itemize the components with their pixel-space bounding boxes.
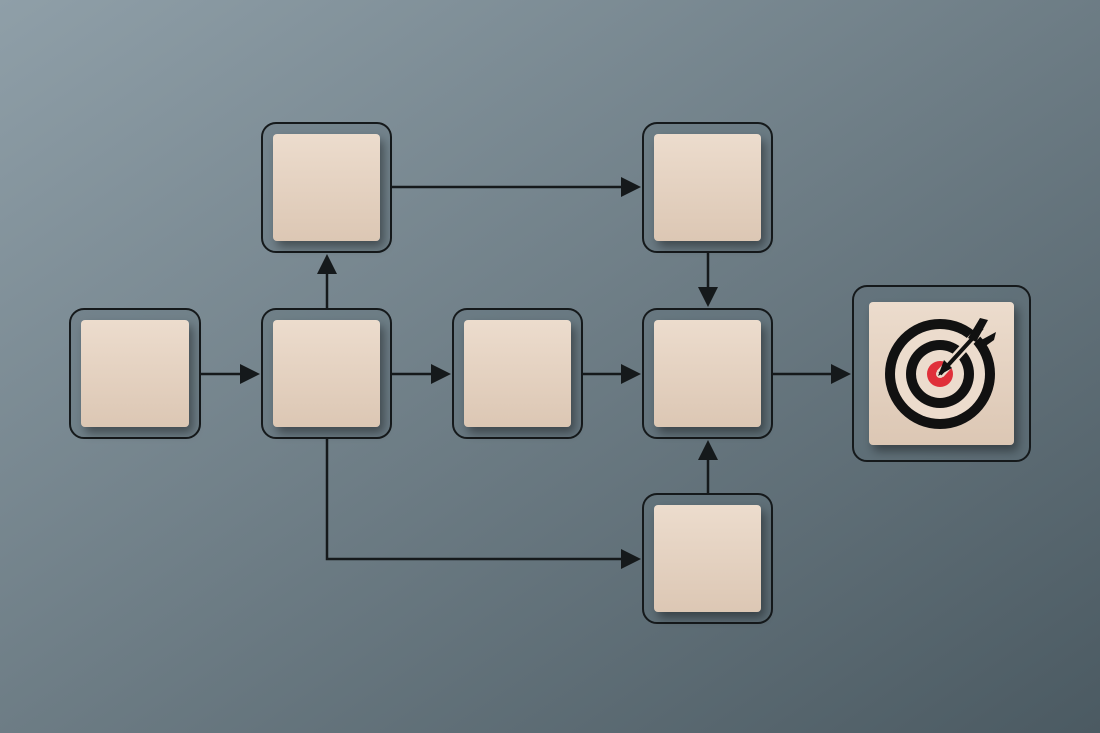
- target-with-arrow-icon: [885, 318, 996, 429]
- arrowhead-icon: [698, 287, 718, 307]
- arrowhead-icon: [831, 364, 851, 384]
- wooden-block: [273, 320, 380, 427]
- wooden-block: [654, 320, 761, 427]
- arrow-split-to-upper-left: [317, 254, 337, 309]
- arrowhead-icon: [317, 254, 337, 274]
- arrow-split-to-middle: [391, 364, 451, 384]
- arrowhead-icon: [698, 440, 718, 460]
- node-split: [261, 308, 392, 439]
- node-upper-left: [261, 122, 392, 253]
- wooden-block: [273, 134, 380, 241]
- arrowhead-icon: [240, 364, 260, 384]
- node-middle: [452, 308, 583, 439]
- node-upper-right: [642, 122, 773, 253]
- arrow-lower-to-merge: [698, 440, 718, 494]
- arrow-split-to-lower: [325, 438, 641, 569]
- node-start: [69, 308, 201, 439]
- wooden-block: [654, 134, 761, 241]
- arrow-upper-right-to-merge: [698, 252, 718, 307]
- wooden-block: [81, 320, 189, 427]
- connector-arrows: [200, 177, 851, 569]
- arrowhead-icon: [431, 364, 451, 384]
- arrow-start-to-split: [200, 364, 260, 384]
- arrow-middle-to-merge: [582, 364, 641, 384]
- arrow-upper-left-to-upper-right: [391, 177, 641, 197]
- arrowhead-icon: [621, 549, 641, 569]
- arrow-merge-to-goal: [772, 364, 851, 384]
- wooden-block: [464, 320, 571, 427]
- wooden-block: [654, 505, 761, 612]
- node-lower: [642, 493, 773, 624]
- flowchart-nodes: [69, 122, 1031, 624]
- node-merge: [642, 308, 773, 439]
- arrowhead-icon: [621, 364, 641, 384]
- arrowhead-icon: [621, 177, 641, 197]
